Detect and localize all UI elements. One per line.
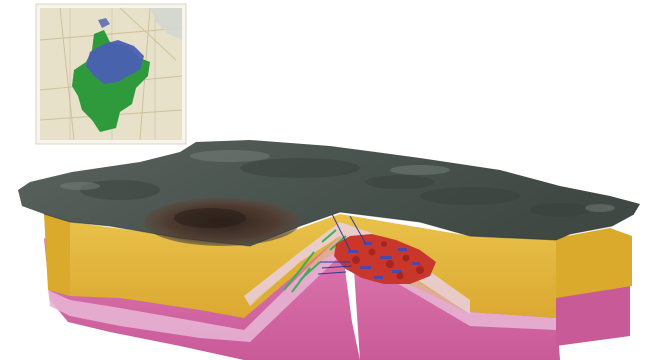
yellow-layer-right-end [556, 228, 632, 298]
yellow-layer-left-end [44, 214, 70, 296]
inset-location-map [36, 4, 186, 144]
open-pit-center [174, 208, 246, 228]
geological-block-model [18, 140, 640, 360]
